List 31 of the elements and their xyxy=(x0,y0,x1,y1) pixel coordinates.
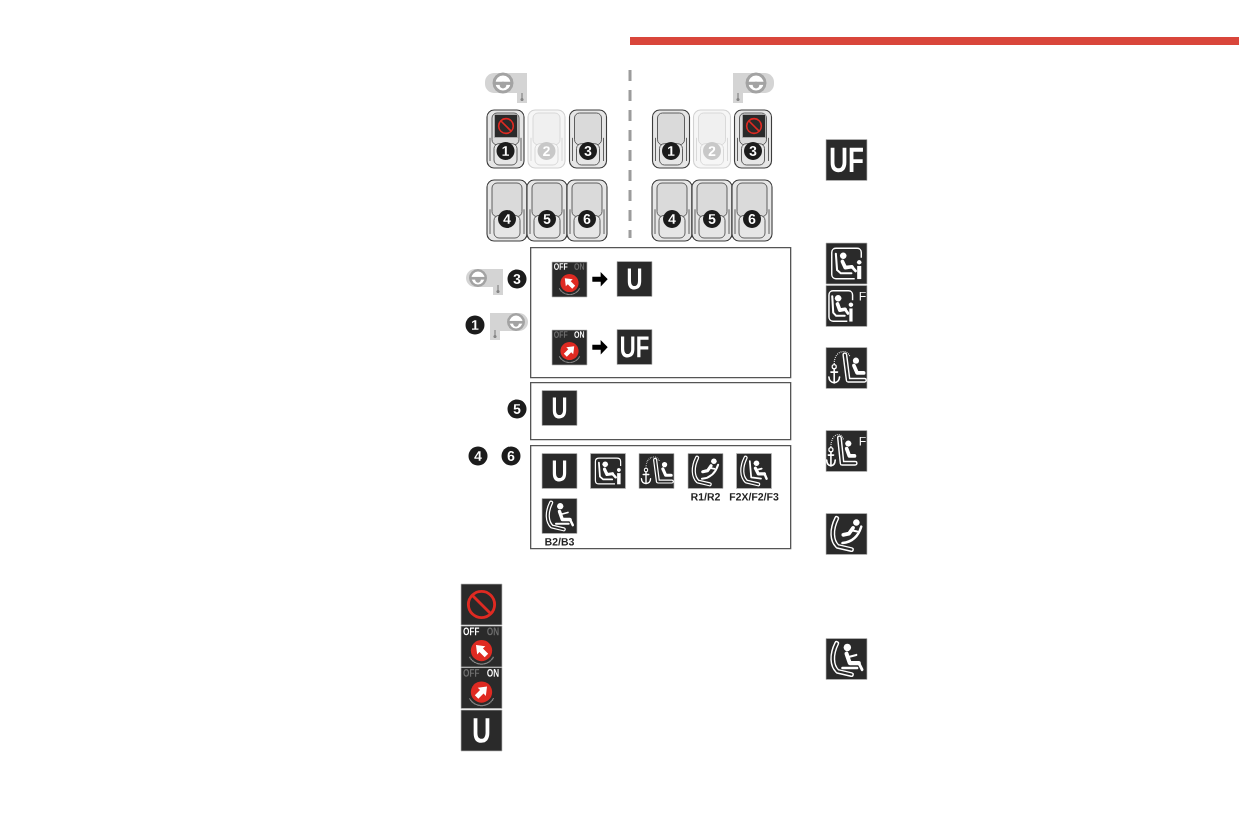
callout-number: 3 xyxy=(579,142,597,160)
callout-number: 6 xyxy=(501,446,521,466)
callout-number: 1 xyxy=(496,142,515,160)
row-frame xyxy=(530,445,792,550)
callout-number: 4 xyxy=(498,210,516,228)
callout-number: 6 xyxy=(743,210,761,228)
callout-number: 4 xyxy=(468,446,488,466)
rear-facing-seat-icon xyxy=(687,453,724,489)
icon-caption: R1/R2 xyxy=(691,492,720,501)
callout-number: 5 xyxy=(703,210,721,228)
callout-number: 4 xyxy=(663,210,681,228)
callout-number: 3 xyxy=(744,142,762,160)
booster-seat-icon xyxy=(541,498,578,534)
isofix-seat-icon xyxy=(825,242,868,285)
prohibited-icon xyxy=(460,583,503,626)
callout-number: 1 xyxy=(662,142,680,160)
row-frame xyxy=(530,382,792,441)
callout-number: 5 xyxy=(507,399,527,419)
rear-facing-seat-icon xyxy=(825,513,868,555)
anchor-seat-icon xyxy=(825,347,868,389)
forward-facing-seat-icon xyxy=(736,453,772,489)
row-frame xyxy=(530,247,792,379)
anchor-seat-icon xyxy=(638,453,675,489)
icon-caption: F2X/F2/F3 xyxy=(729,492,779,501)
callout-number: 3 xyxy=(507,269,527,289)
callout-number: 6 xyxy=(578,210,596,228)
isofix-seat-icon xyxy=(590,453,626,489)
booster-seat-icon xyxy=(825,638,868,680)
icon-caption: B2/B3 xyxy=(545,537,574,546)
callout-number: 5 xyxy=(538,210,556,228)
callout-number: 1 xyxy=(465,315,485,335)
